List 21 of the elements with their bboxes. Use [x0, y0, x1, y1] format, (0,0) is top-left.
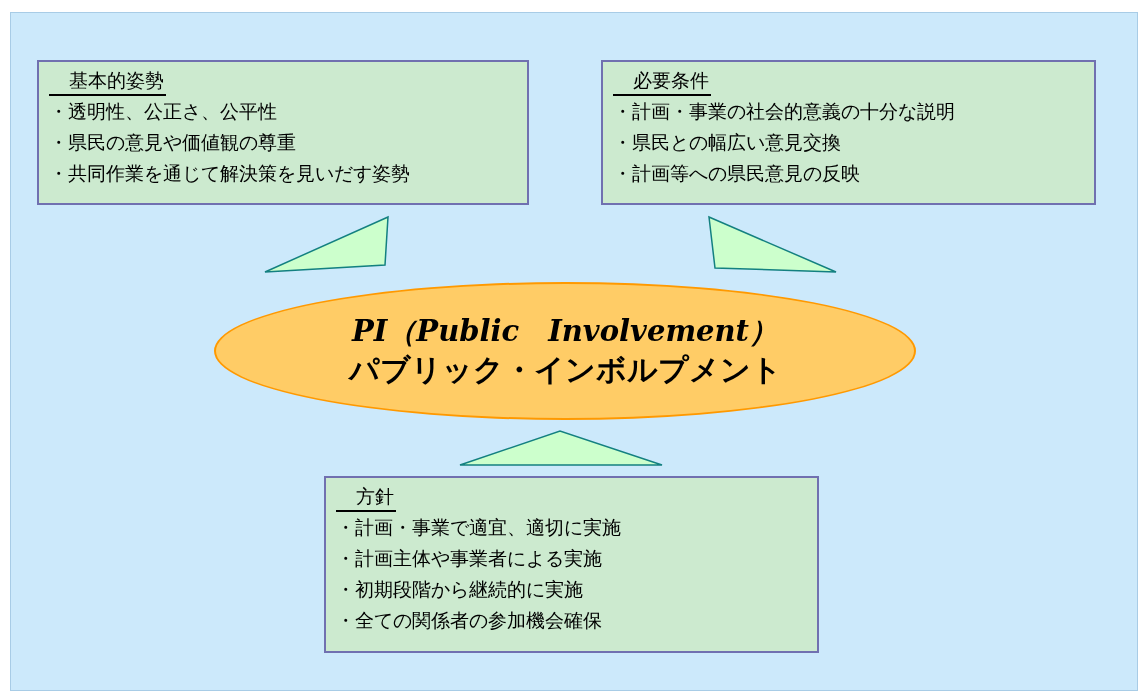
bullet-item: ・計画主体や事業者による実施	[336, 546, 602, 571]
wedge-connector	[264, 215, 389, 273]
wedge-connector	[459, 430, 663, 466]
bullet-item: ・県民との幅広い意見交換	[613, 130, 841, 155]
bullet-item: ・県民の意見や価値観の尊重	[49, 130, 296, 155]
bullet-item: ・初期段階から継続的に実施	[336, 577, 583, 602]
box-heading: 必要条件	[613, 66, 711, 96]
box-heading: 基本的姿勢	[49, 66, 166, 96]
ellipse-title: PI（Public Involvement）	[352, 313, 778, 350]
text-box	[601, 60, 1096, 205]
text-box	[37, 60, 529, 205]
bullet-item: ・共同作業を通じて解決策を見いだす姿勢	[49, 161, 410, 186]
text-box	[324, 476, 819, 653]
bullet-item: ・透明性、公正さ、公平性	[49, 99, 277, 124]
box-heading: 方針	[336, 482, 396, 512]
bullet-item: ・計画等への県民意見の反映	[613, 161, 860, 186]
ellipse-subtitle: パブリック・インボルプメント	[348, 351, 782, 389]
bullet-item: ・全ての関係者の参加機会確保	[336, 608, 602, 633]
wedge-connector	[708, 215, 837, 273]
bullet-item: ・計画・事業で適宜、適切に実施	[336, 515, 621, 540]
bullet-item: ・計画・事業の社会的意義の十分な説明	[613, 99, 955, 124]
